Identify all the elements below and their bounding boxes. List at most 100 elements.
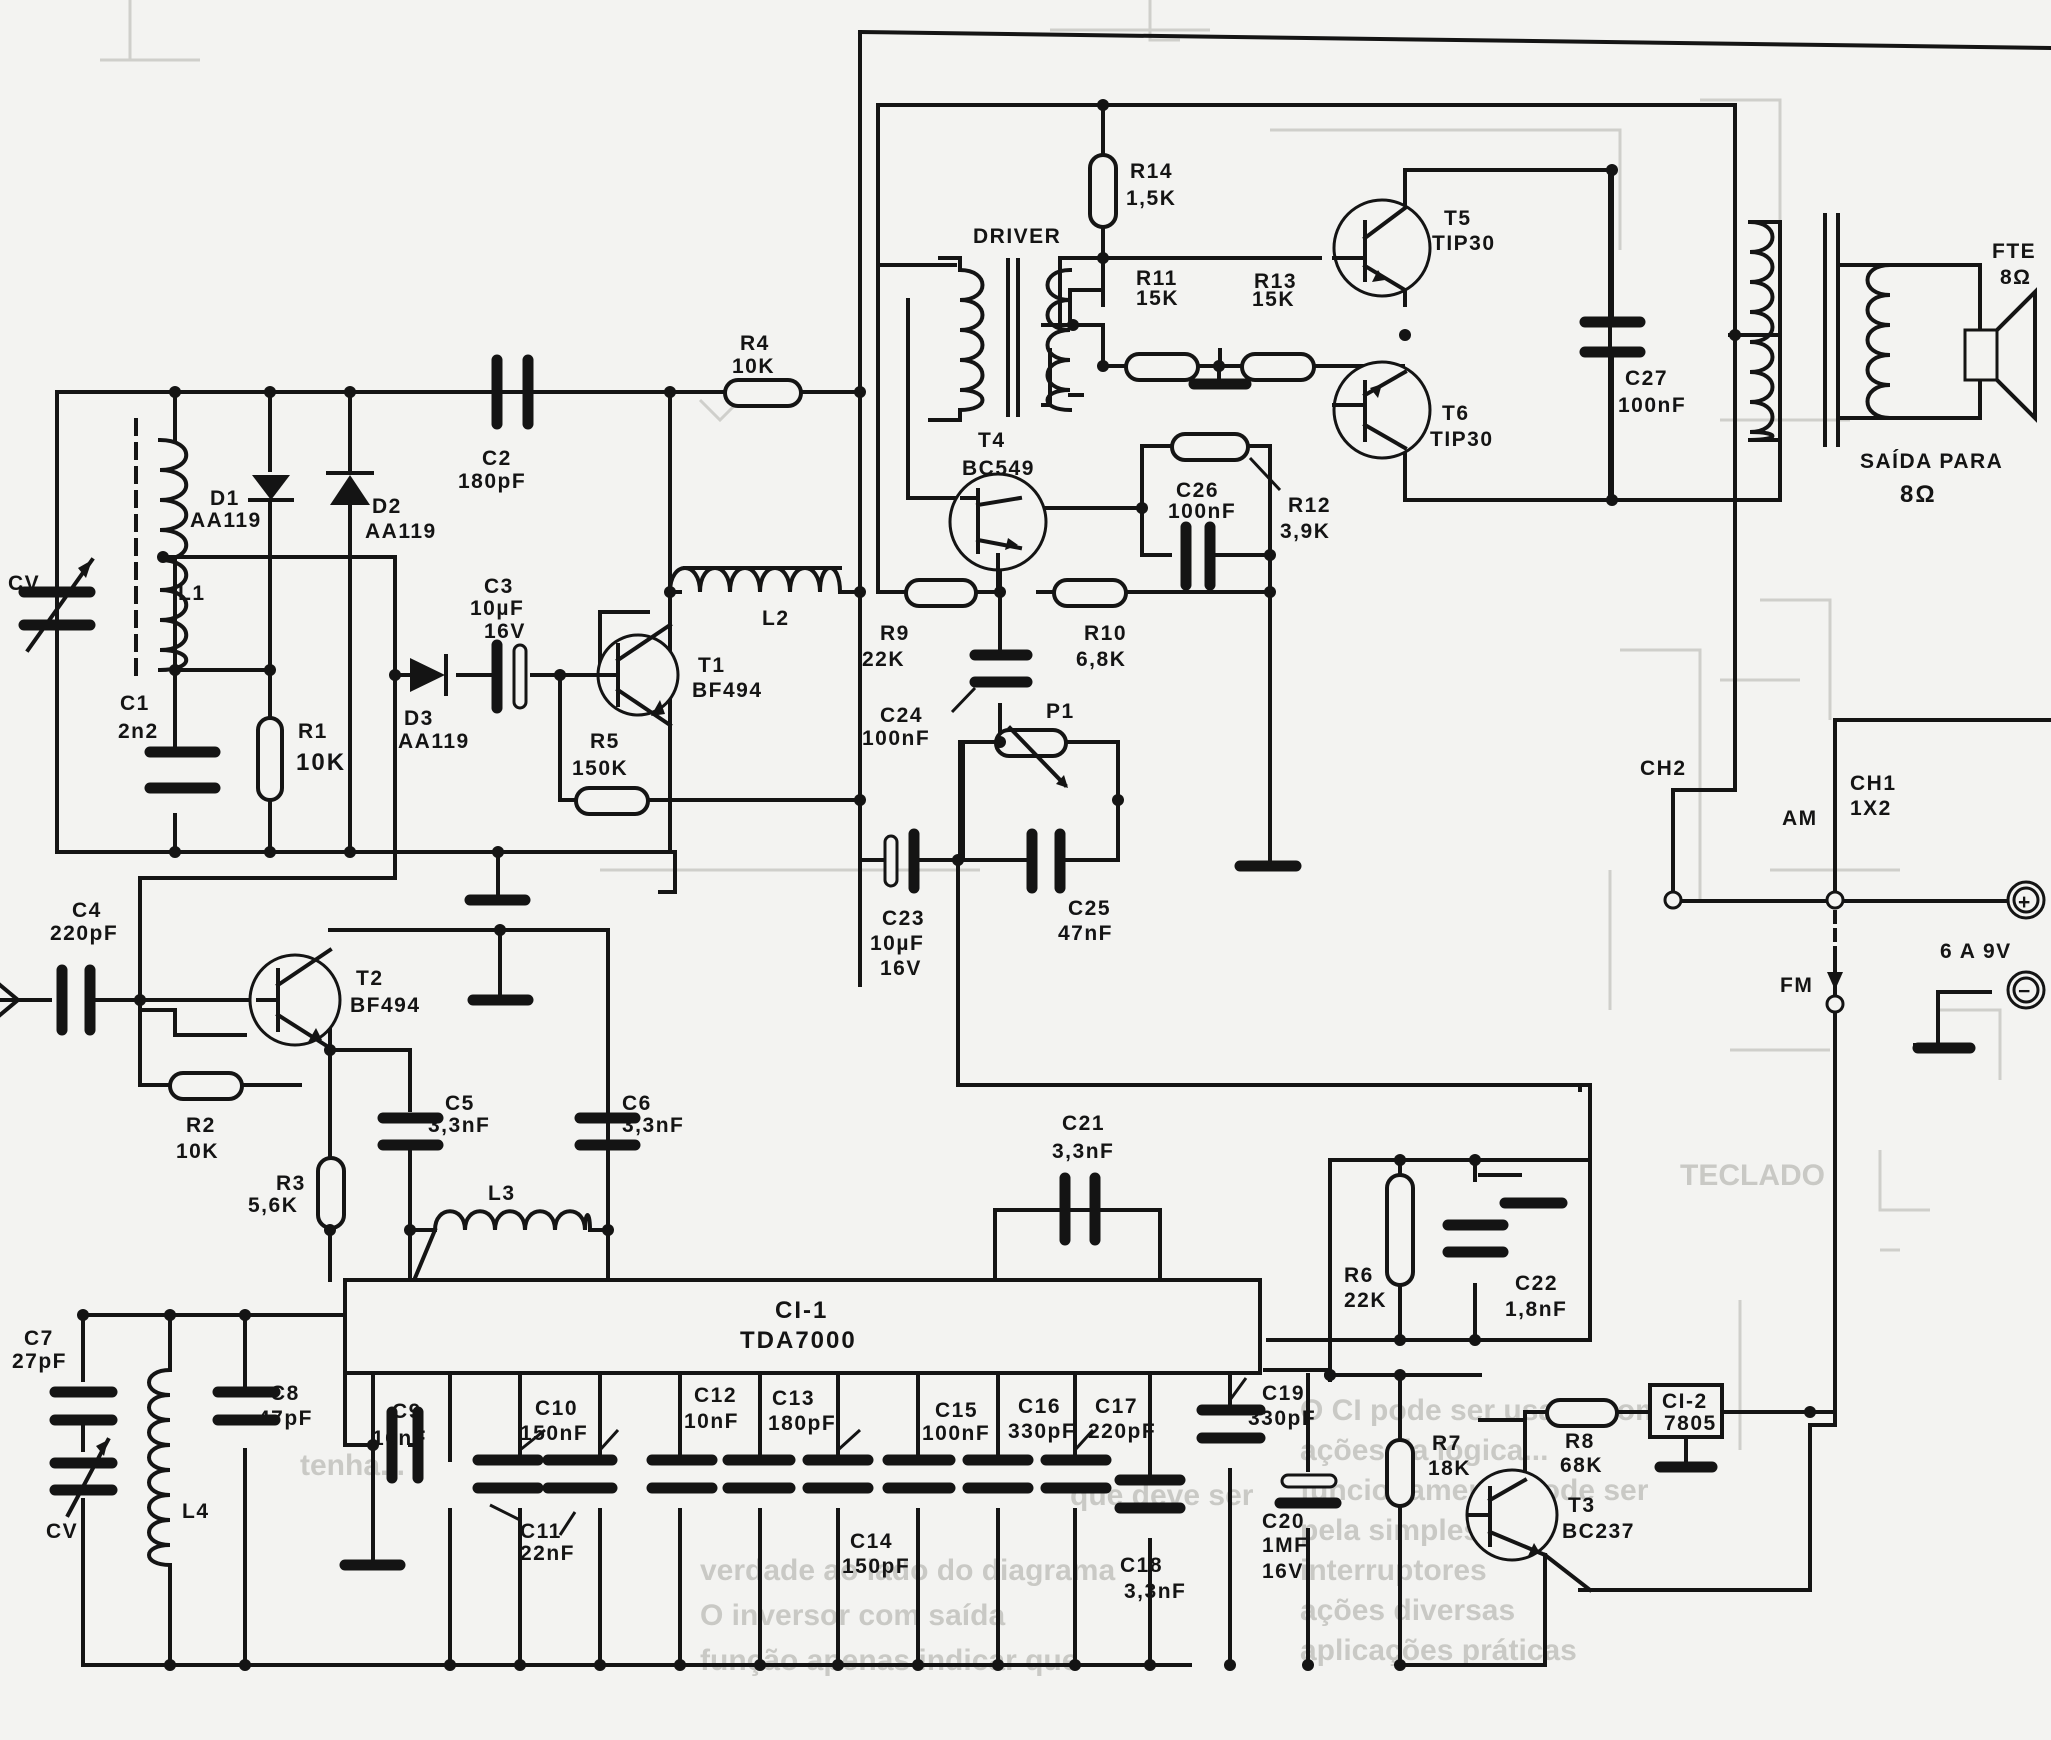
c8-value: 47pF [258, 1407, 313, 1430]
t1-transistor: T1 BF494 [596, 622, 761, 728]
t2-ground [467, 924, 534, 1006]
c23-label: C23 [882, 907, 925, 930]
r1-label: R1 [298, 720, 328, 743]
c3-voltage: 16V [484, 620, 526, 643]
c9-capacitor: C9 10nF [339, 1400, 426, 1571]
l1-label: L1 [178, 582, 206, 605]
c2-capacitor: C2 180pF [458, 354, 534, 493]
r12-label: R12 [1288, 494, 1331, 517]
r7-value: 18K [1428, 1457, 1471, 1480]
fte-label: FTE [1992, 240, 2036, 263]
l2-inductor: L2 [667, 566, 843, 630]
l3-label: L3 [488, 1182, 516, 1205]
wiring [0, 29, 2051, 1667]
ch1-switch: CH1 1X2 AM FM [1780, 772, 1895, 1014]
c5-label: C5 [445, 1092, 475, 1115]
cv-bottom-variable-capacitor: CV [46, 1437, 118, 1543]
d1-label: D1 [210, 487, 240, 510]
l1-inductor: L1 [134, 418, 206, 682]
ci2-value: 7805 [1664, 1412, 1717, 1435]
r8-resistor: R8 68K [1545, 1398, 1619, 1477]
c23-electrolytic-capacitor: C23 10µF 16V [870, 828, 964, 980]
c25-label: C25 [1068, 897, 1111, 920]
driver-transformer: DRIVER [928, 225, 1079, 422]
r3-value: 5,6K [248, 1194, 298, 1217]
r13-resistor: R13 15K [1188, 270, 1316, 390]
r12-value: 3,9K [1280, 520, 1330, 543]
r2-resistor: R2 10K [168, 1044, 336, 1163]
c15-label: C15 [935, 1399, 978, 1422]
d2-value: AA119 [365, 520, 437, 543]
t4-value: BC549 [962, 457, 1035, 480]
c26-label: C26 [1176, 479, 1219, 502]
c21-label: C21 [1062, 1112, 1105, 1135]
c24-capacitor: C24 100nF [862, 649, 1033, 750]
ch2-label: CH2 [1640, 757, 1687, 780]
r10-value: 6,8K [1076, 648, 1126, 671]
c7-label: C7 [24, 1327, 54, 1350]
d3-diode: D3 AA119 [389, 654, 468, 753]
d1-diode: D1 AA119 [190, 475, 294, 532]
r14-value: 1,5K [1126, 187, 1176, 210]
c27-value: 100nF [1618, 394, 1686, 417]
svg-text:TECLADO: TECLADO [1680, 1159, 1825, 1192]
d2-diode: D2 AA119 [326, 471, 437, 543]
ci1-label: CI-1 [775, 1297, 828, 1324]
c2-value: 180pF [458, 470, 526, 493]
tank-ground-symbols [169, 386, 866, 906]
r3-resistor: R3 5,6K [248, 1156, 346, 1230]
r1-resistor: R1 10K [256, 716, 344, 802]
c8-label: C8 [270, 1382, 300, 1405]
c16-label: C16 [1018, 1395, 1061, 1418]
c23-value: 10µF [870, 932, 924, 955]
t2-transistor: T2 BF494 [134, 947, 419, 1051]
r9-resistor: R9 22K [862, 578, 1006, 671]
svg-text:interruptores: interruptores [1300, 1554, 1487, 1587]
c10-value: 150nF [520, 1422, 588, 1445]
p1-potentiometer: P1 [958, 700, 1124, 862]
c26-capacitor: C26 100nF [1136, 479, 1276, 591]
supply-terminals: + − 6 A 9V [1912, 880, 2046, 1054]
cv-top-label: CV [8, 572, 40, 595]
c3-value: 10µF [470, 597, 524, 620]
t6-label: T6 [1442, 402, 1470, 425]
r13-label: R13 [1254, 270, 1297, 293]
c4-value: 220pF [50, 922, 118, 945]
r4-label: R4 [740, 332, 770, 355]
r9-value: 22K [862, 648, 905, 671]
driver-label: DRIVER [973, 225, 1061, 248]
c1-value: 2n2 [118, 720, 159, 743]
p1-label: P1 [1046, 700, 1075, 723]
r8-value: 68K [1560, 1454, 1603, 1477]
r2-label: R2 [186, 1114, 216, 1137]
c7-capacitor: C7 27pF [12, 1327, 118, 1426]
c5-value: 3,3nF [428, 1114, 490, 1137]
c1-label: C1 [120, 692, 150, 715]
l4-inductor: L4 [147, 1367, 208, 1568]
r14-resistor: R14 1,5K [1088, 99, 1176, 264]
c3-label: C3 [484, 575, 514, 598]
amp-ground [1234, 590, 1302, 872]
r5-resistor: R5 150K [554, 669, 650, 816]
saida-label: SAÍDA PARA [1860, 450, 2003, 473]
t3-value: BC237 [1562, 1520, 1635, 1543]
r7-resistor: R7 18K [1324, 1369, 1471, 1508]
c14-value: 150pF [842, 1555, 910, 1578]
r4-value: 10K [732, 355, 775, 378]
t5-label: T5 [1444, 207, 1472, 230]
svg-text:ações da lógica...: ações da lógica... [1300, 1434, 1548, 1467]
r6-label: R6 [1344, 1264, 1374, 1287]
minus-sign: − [2018, 980, 2032, 1003]
l3-inductor: L3 [432, 1182, 593, 1233]
r12-resistor: R12 3,9K [1170, 432, 1331, 543]
r11-label: R11 [1136, 267, 1178, 290]
r9-label: R9 [880, 622, 910, 645]
r5-value: 150K [572, 757, 628, 780]
c1-capacitor: C1 2n2 [118, 692, 221, 794]
c15-value: 100nF [922, 1422, 990, 1445]
c20-value: 1MF [1262, 1534, 1309, 1557]
r3-label: R3 [276, 1172, 306, 1195]
saida-value: 8Ω [1900, 481, 1937, 508]
ci1-value: TDA7000 [740, 1327, 857, 1354]
c18-value: 3,3nF [1124, 1580, 1186, 1603]
